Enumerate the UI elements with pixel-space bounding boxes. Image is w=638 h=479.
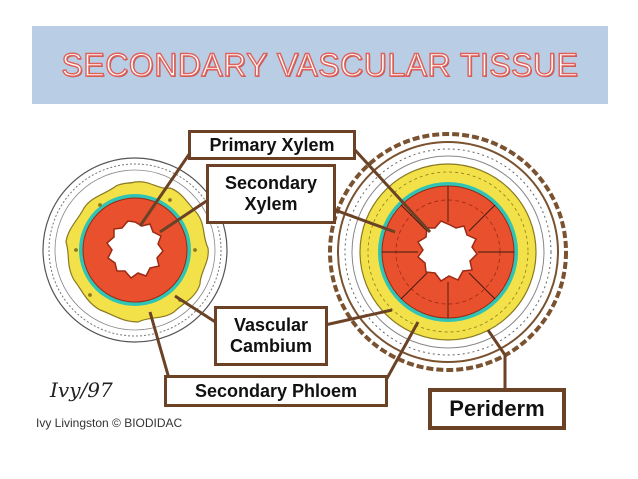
image-credit: Ivy Livingston © BIODIDAC bbox=[36, 416, 183, 430]
young-pith bbox=[105, 220, 164, 280]
cortex-inner-ring-right bbox=[351, 155, 545, 349]
leader-primary-xylem-right bbox=[353, 148, 432, 234]
leader-cambium-right bbox=[324, 308, 393, 327]
xylem-rays bbox=[382, 186, 514, 318]
artist-signature: Ivy/97 bbox=[50, 378, 113, 402]
leader-primary-xylem-left bbox=[138, 149, 194, 227]
slide-title: SECONDARY VASCULAR TISSUE bbox=[61, 46, 579, 83]
cortex-ring-right bbox=[344, 148, 552, 356]
label-secondary-phloem: Secondary Phloem bbox=[164, 375, 388, 407]
young-stem-cross-section bbox=[42, 157, 228, 343]
woody-pith bbox=[416, 220, 478, 283]
periderm-inner-ring bbox=[337, 141, 559, 363]
label-periderm: Periderm bbox=[428, 388, 566, 430]
leader-secondary-xylem-right bbox=[334, 208, 396, 234]
cortex-inner-ring bbox=[54, 169, 216, 331]
label-primary-xylem: Primary Xylem bbox=[188, 130, 356, 160]
label-secondary-xylem: Secondary Xylem bbox=[206, 164, 336, 224]
leader-phloem-left bbox=[148, 311, 172, 383]
leader-lines bbox=[138, 148, 507, 392]
label-vascular-cambium: Vascular Cambium bbox=[214, 306, 328, 366]
leader-cambium-left bbox=[174, 294, 221, 327]
leader-phloem-right bbox=[383, 321, 420, 383]
leader-periderm bbox=[500, 355, 507, 392]
cortex-ring bbox=[48, 163, 222, 337]
title-bar: SECONDARY VASCULAR TISSUE bbox=[32, 26, 608, 104]
leader-secondary-xylem-left bbox=[159, 198, 209, 234]
woody-stem-cross-section bbox=[328, 132, 568, 372]
